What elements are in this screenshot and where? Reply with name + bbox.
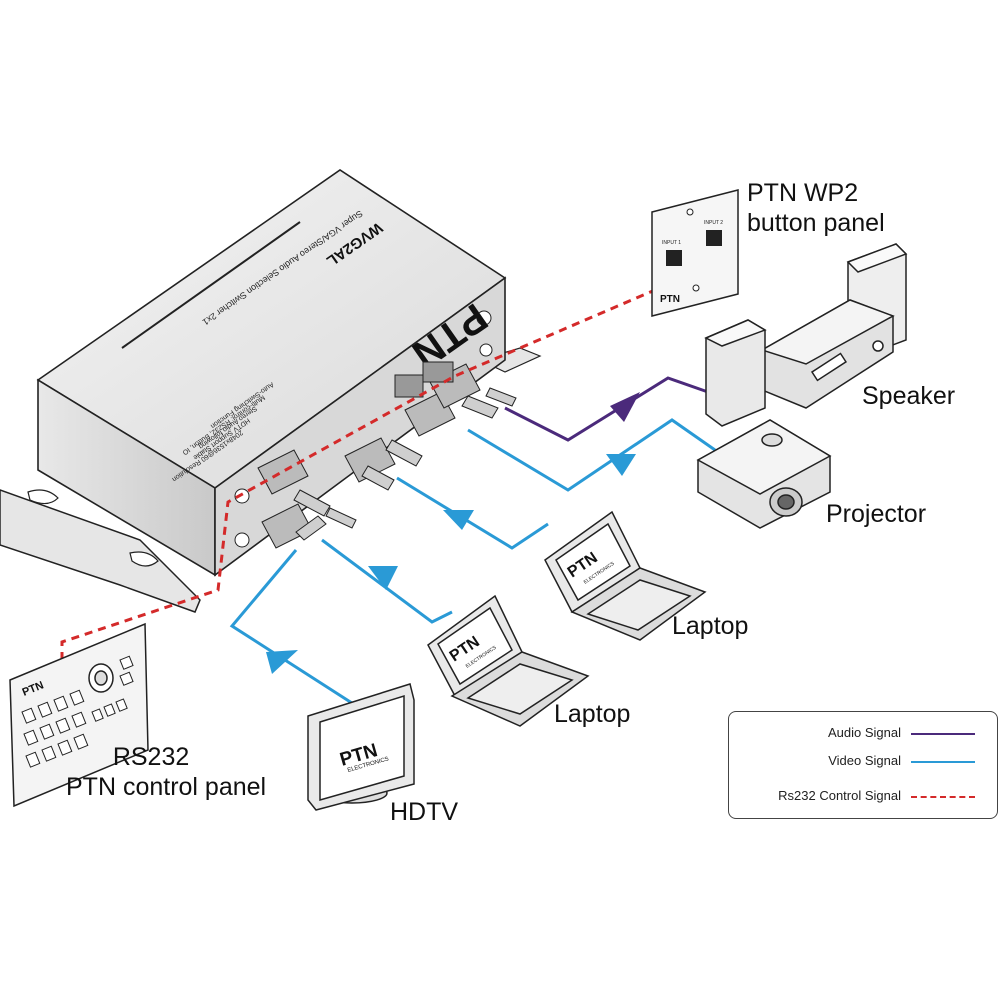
- hdtv-label: HDTV: [390, 798, 459, 826]
- video-line-projector: [467, 418, 716, 492]
- video-line-laptop-right: [396, 476, 549, 550]
- wp2-button-panel: INPUT 1 INPUT 2 PTN: [651, 189, 739, 317]
- arrow-icon: [443, 510, 474, 530]
- control-panel-label-line1: RS232: [112, 743, 190, 771]
- device-front-panel: [214, 276, 506, 577]
- legend-audio-swatch: [911, 733, 975, 735]
- arrow-icon: [606, 454, 636, 476]
- projector: [696, 419, 832, 529]
- laptop-left: PTN ELECTRONICS: [427, 594, 590, 727]
- arrow-icon: [266, 650, 298, 674]
- video-line-laptop-left: [321, 538, 453, 624]
- control-panel-label: RS232 PTN control panel: [66, 742, 266, 802]
- wp2-label-line1: PTN WP2: [747, 179, 859, 207]
- mounting-bracket: [0, 489, 201, 613]
- arrow-icon: [610, 392, 640, 422]
- legend-video-label: Video Signal: [828, 753, 901, 768]
- laptop-right: PTN ELECTRONICS: [544, 510, 707, 641]
- hdtv: PTN ELECTRONICS: [307, 683, 415, 811]
- input1-button: [666, 250, 682, 266]
- wp2-brand: PTN: [660, 294, 680, 305]
- legend: Audio Signal Video Signal Rs232 Control …: [728, 711, 998, 819]
- projector-label: Projector: [826, 500, 927, 528]
- legend-rs232-swatch: [911, 796, 975, 798]
- video-line-hdtv: [229, 549, 356, 707]
- laptop-left-label: Laptop: [554, 700, 631, 728]
- legend-rs232-label: Rs232 Control Signal: [778, 788, 901, 803]
- wp2-label: PTN WP2 button panel: [747, 178, 885, 238]
- wp2-button-label: INPUT 1: [662, 240, 681, 246]
- switcher-device: PTN WVG2AL Super VGA/Stereo Audio Select…: [0, 169, 542, 613]
- legend-audio-label: Audio Signal: [828, 725, 901, 740]
- legend-video-swatch: [911, 761, 975, 763]
- signal-arrows: [266, 392, 640, 674]
- audio-jack: [293, 387, 517, 541]
- rs232-line: [60, 288, 656, 660]
- rs232-control-panel: PTN: [9, 622, 149, 808]
- wp2-button-label: INPUT 2: [704, 220, 723, 226]
- laptop-right-label: Laptop: [672, 612, 749, 640]
- audio-line: [504, 376, 709, 442]
- rs232-port: [394, 374, 424, 398]
- vga-connector: [257, 363, 481, 549]
- input2-button: [706, 230, 722, 246]
- speaker-system: [704, 243, 908, 427]
- control-panel-label-line2: PTN control panel: [66, 773, 267, 801]
- arrow-icon: [368, 566, 398, 590]
- speaker-label: Speaker: [862, 382, 956, 410]
- wp2-label-line2: button panel: [747, 209, 885, 237]
